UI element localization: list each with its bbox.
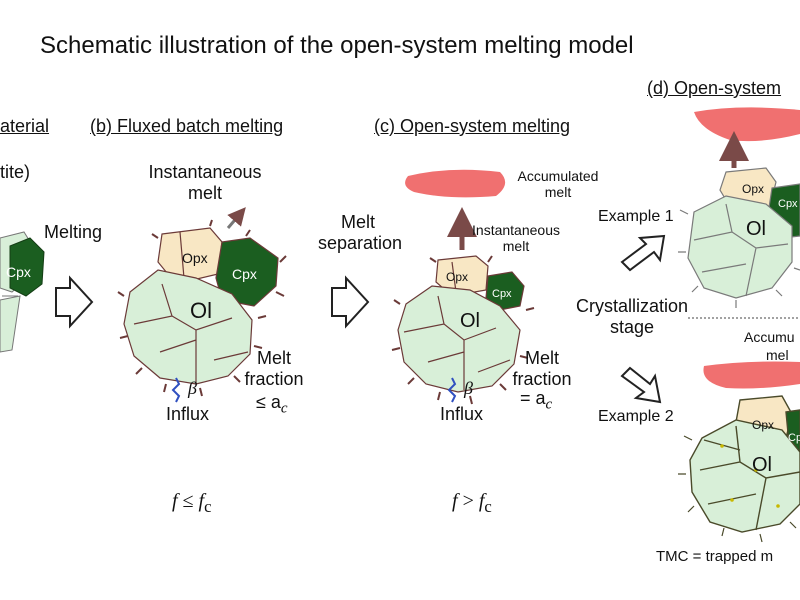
panel-b-opx-label: Opx [182, 250, 208, 266]
panel-d-bottom-cpx: Cp [788, 432, 800, 444]
panel-b-aggregate [117, 207, 287, 397]
panel-c-influx: Influx [440, 404, 484, 424]
panel-c-fraction-value: = ac [520, 388, 553, 413]
panel-d-top-melt [694, 107, 800, 142]
panel-d-bottom-opx: Opx [752, 418, 775, 432]
panel-c-cpx-label: Cpx [492, 288, 512, 300]
tmc-note: TMC = trapped m [656, 548, 774, 565]
heading-a: aterial [0, 116, 50, 136]
panel-b-beta-arrow [171, 377, 181, 403]
example-2-label: Example 2 [598, 408, 674, 425]
panel-a-aggregate [0, 231, 45, 353]
heading-c: (c) Open-system melting [374, 116, 571, 136]
panel-c-opx-label: Opx [446, 270, 469, 284]
panel-c-accumulated-melt [405, 169, 506, 198]
panel-d-bottom-melt [703, 361, 800, 389]
panel-c-beta: β [464, 378, 473, 398]
heading-d: (d) Open-system [647, 78, 782, 98]
panel-c-beta-arrow [447, 377, 457, 403]
example1-arrow [620, 234, 666, 272]
panel-d-bottom-aggregate [678, 395, 800, 543]
melting-label: Melting [44, 222, 103, 242]
heading-b: (b) Fluxed batch melting [90, 116, 284, 136]
panel-c-aggregate [391, 255, 535, 405]
panel-b-ol-label: Ol [190, 298, 212, 323]
panel-d-top-cpx: Cpx [778, 198, 798, 210]
hollow-arrow-2 [331, 275, 370, 329]
panel-b-formula: f ≤ fc [172, 490, 212, 516]
example-1-label: Example 1 [598, 208, 674, 225]
panel-d-top-aggregate [678, 167, 800, 308]
panel-d-top-opx: Opx [742, 182, 765, 196]
panel-b-beta: β [188, 378, 197, 398]
panel-b-influx: Influx [166, 404, 210, 424]
panel-c-formula: f > fc [452, 490, 492, 516]
figure-title: Schematic illustration of the open-syste… [40, 32, 634, 59]
hollow-arrow-1 [55, 275, 94, 329]
example2-arrow [620, 366, 662, 404]
panel-c-ol-label: Ol [460, 310, 480, 332]
panel-b-cpx-label: Cpx [232, 266, 257, 282]
panel-a-partial-label: tite) [0, 162, 31, 182]
panel-a-cpx-label: Cpx [6, 264, 31, 280]
panel-d-top-ol: Ol [746, 218, 766, 240]
panel-b-fraction-value: ≤ ac [256, 392, 288, 417]
panel-d-bottom-ol: Ol [752, 454, 772, 476]
